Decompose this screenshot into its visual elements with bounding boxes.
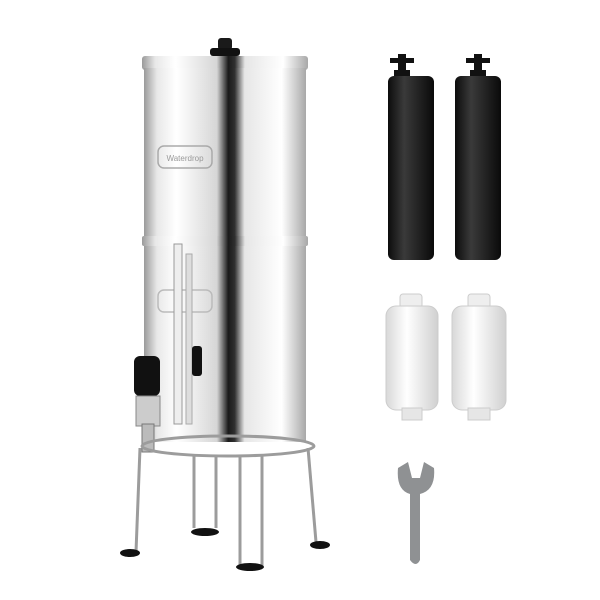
black-filter-element [455,54,501,260]
black-filter-element [388,54,434,260]
lid [142,56,308,70]
wrench [397,462,435,564]
upper-chamber [144,68,306,240]
white-fluoride-filter [451,293,507,421]
lid-knob [218,38,232,50]
water-level-tube [173,243,183,425]
lower-chamber [144,246,306,442]
stand [134,434,318,566]
svg-text:Waterdrop: Waterdrop [166,154,204,163]
gravity-filter-system: Waterdrop [120,38,330,571]
white-fluoride-filter [385,293,439,421]
spigot [135,395,161,427]
brand-logo-plate [157,145,213,169]
spigot-handle [134,356,160,396]
